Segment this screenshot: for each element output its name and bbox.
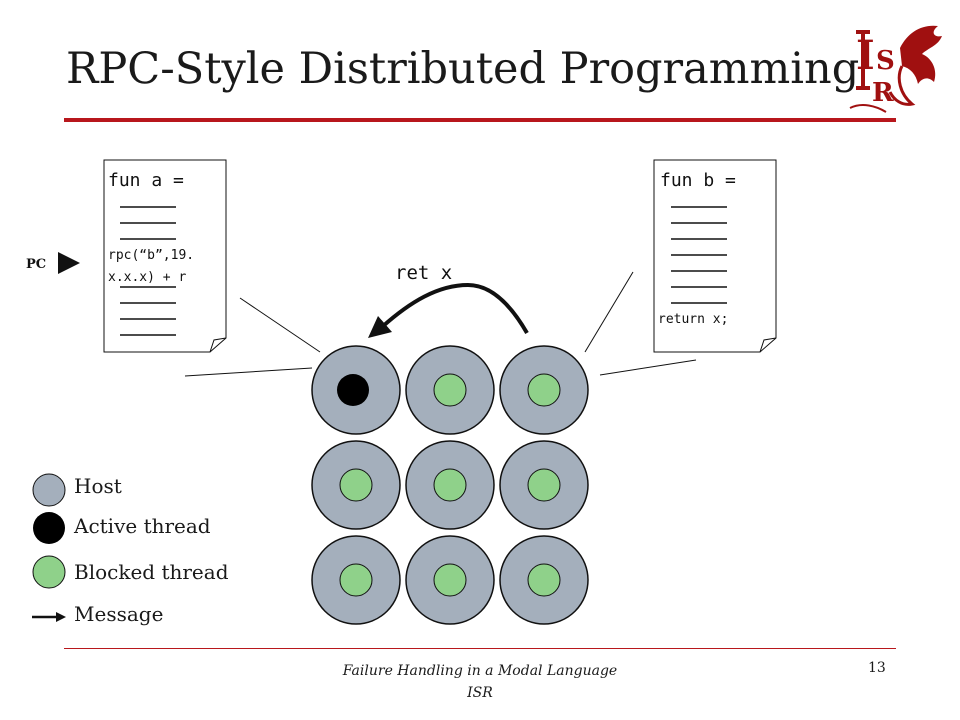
doc-left-call-line-2: x.x.x) + r [108,270,187,285]
message-label: ret x [395,262,453,284]
callout-line-right-lower [599,359,697,376]
code-lines-right [671,206,727,304]
blocked-thread [433,563,467,597]
footer: Failure Handling in a Modal Language ISR [280,660,680,704]
callout-line-right-upper [584,271,634,353]
blocked-thread [433,373,467,407]
legend-blocked-thread-label: Blocked thread [74,560,229,584]
legend-host-label: Host [74,474,122,498]
legend-active-thread-icon [33,512,65,544]
logo-letter-i: I [856,32,875,79]
pc-pointer-arrow-icon [58,252,80,274]
pc-label: PC [26,257,47,272]
code-document-left [103,159,227,353]
blocked-thread [527,563,561,597]
host-grid [311,345,589,625]
message-arrow-head-icon [368,316,392,338]
isr-logo: I S R [842,18,950,118]
blocked-thread [339,563,373,597]
logo-letter-s: S [876,46,895,76]
blocked-thread [527,373,561,407]
page-number: 13 [868,660,886,676]
doc-right-return-line: return x; [658,312,729,327]
doc-right-header: fun b = [660,170,736,191]
host-node [405,345,495,435]
host-node [499,535,589,625]
footer-title: Failure Handling in a Modal Language [342,663,618,679]
active-thread [337,374,369,406]
dragon-logo-icon [849,25,942,113]
host-node [311,440,401,530]
title-rule [64,118,896,122]
footer-rule [64,648,896,649]
footer-subtitle: ISR [467,685,493,701]
code-document-right [653,159,777,353]
callout-line-left-lower [184,367,313,377]
blocked-thread [339,468,373,502]
legend-message-label: Message [74,602,164,626]
legend-active-thread-label: Active thread [74,514,211,538]
blocked-thread [433,468,467,502]
host-node [499,345,589,435]
slide-title: RPC-Style Distributed Programming [66,44,860,94]
code-lines-left [120,206,176,336]
logo-letter-r: R [872,78,894,108]
legend-message-arrow-icon [56,612,66,622]
host-node [405,440,495,530]
host-node [405,535,495,625]
legend-host-icon [32,473,66,507]
message-arrow [380,282,529,334]
doc-left-call-line-1: rpc(“b”,19. [108,248,195,263]
host-node [499,440,589,530]
host-node [311,535,401,625]
host-node [311,345,401,435]
blocked-thread [527,468,561,502]
callout-line-left-upper [239,297,321,353]
legend-blocked-thread-icon [32,555,66,589]
doc-left-header: fun a = [108,170,184,191]
